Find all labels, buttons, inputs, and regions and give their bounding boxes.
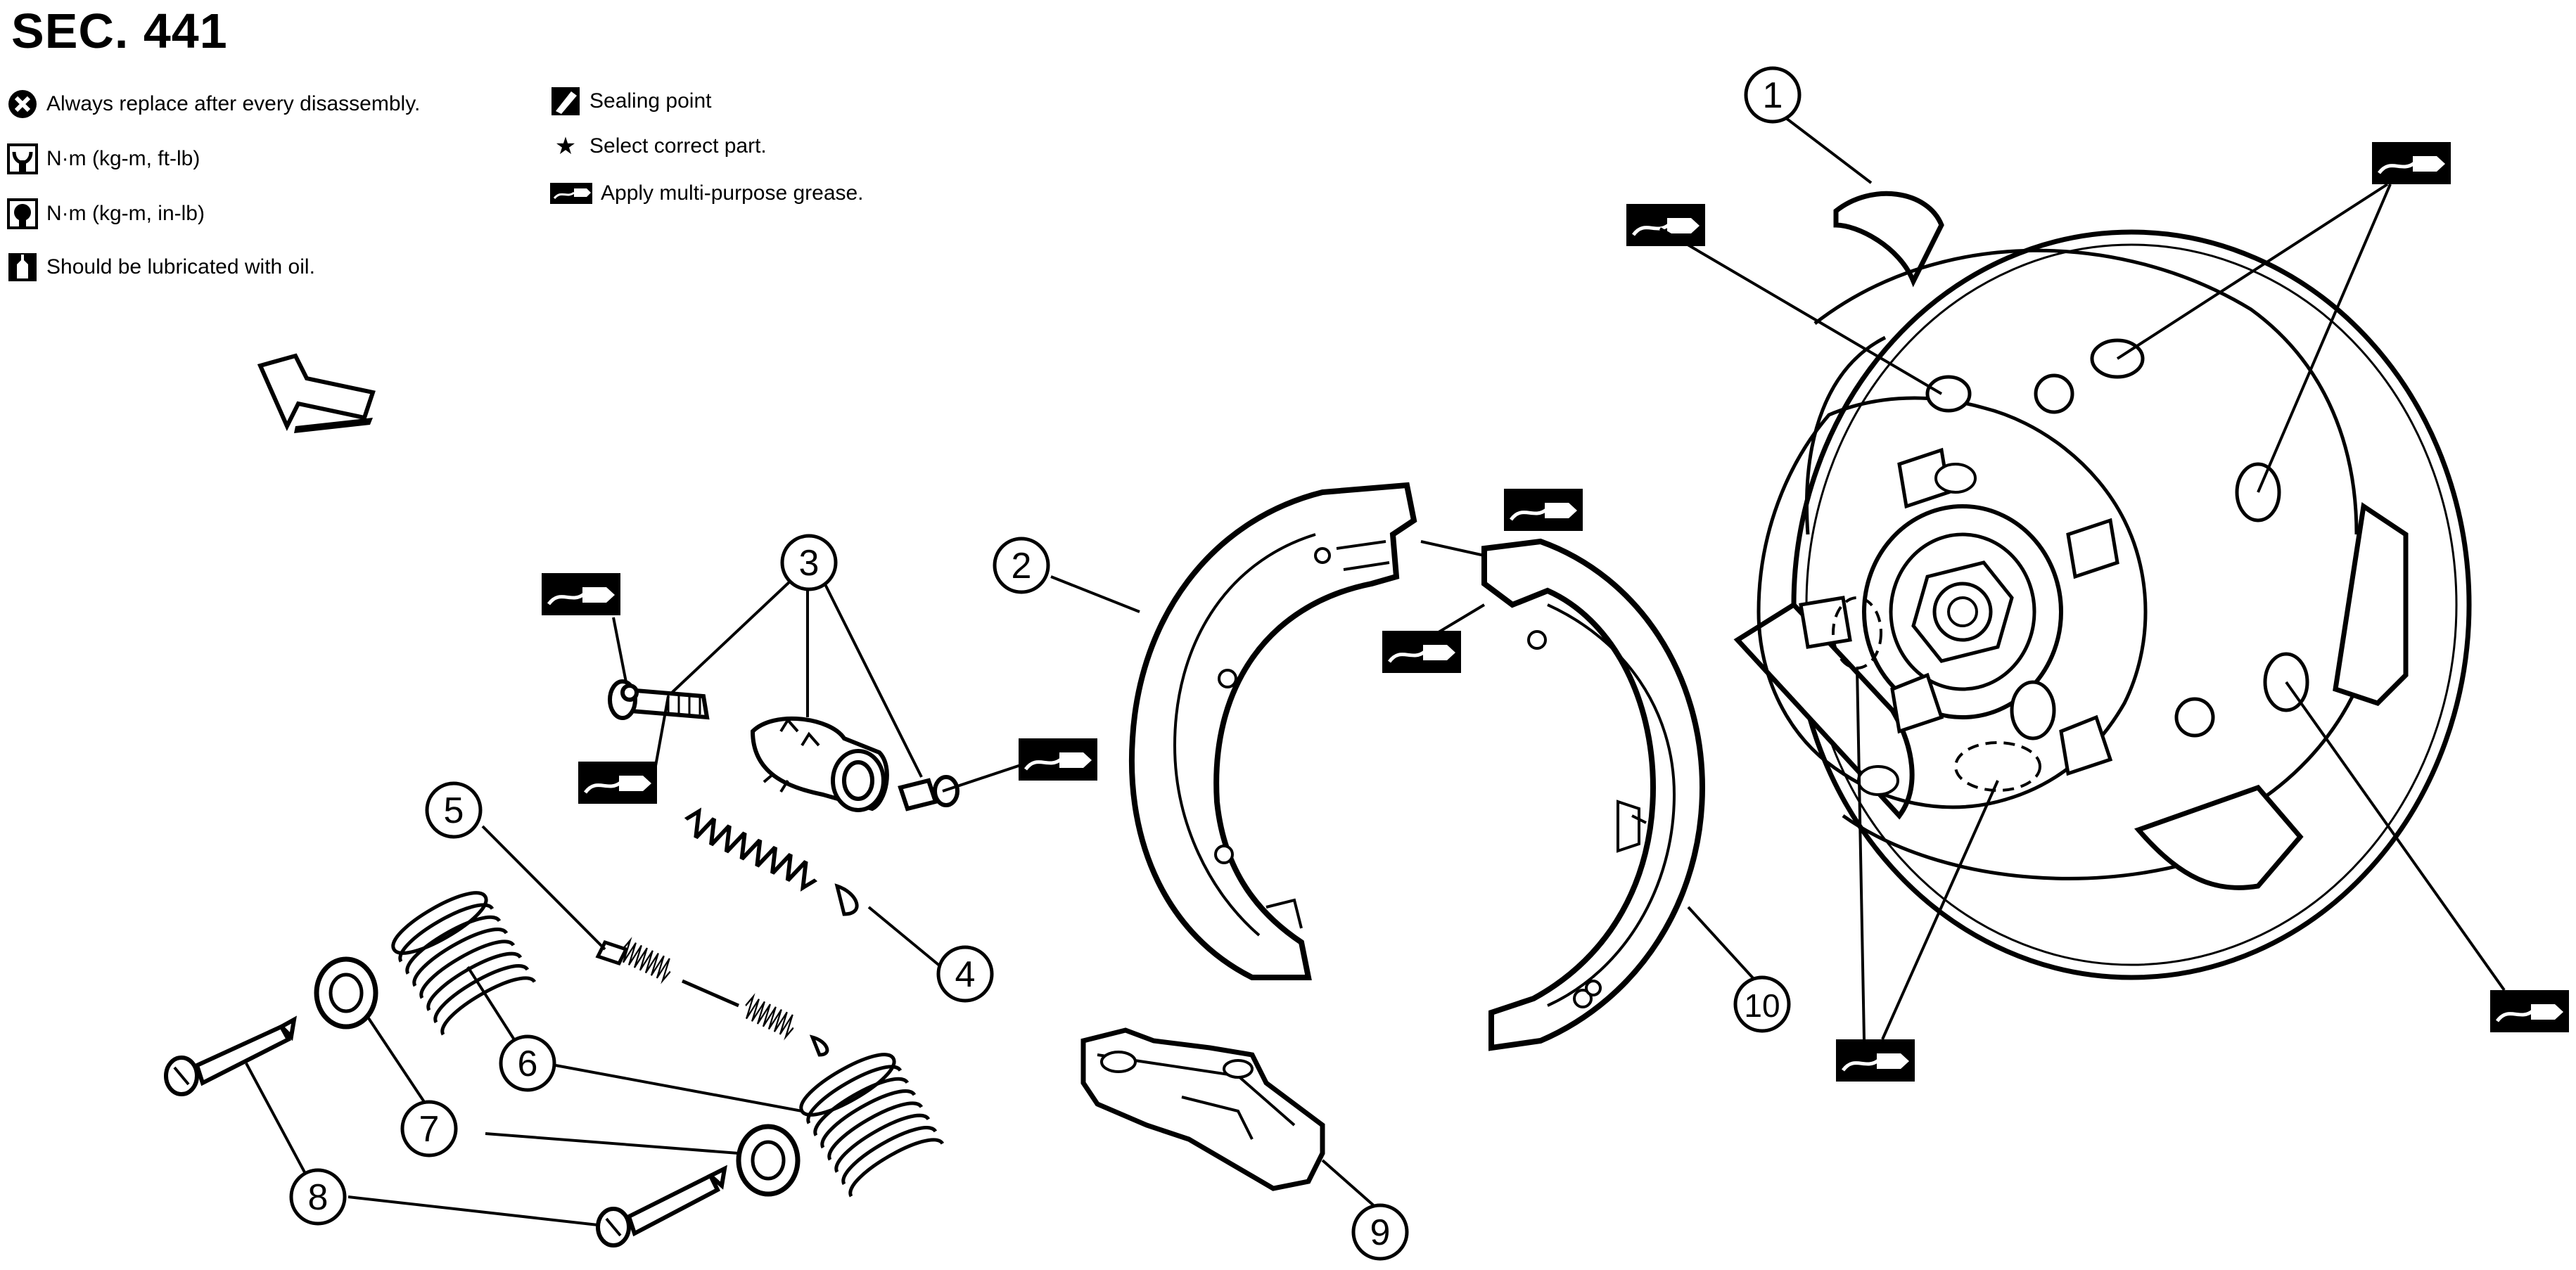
- legend-grease: Apply multi-purpose grease.: [550, 181, 864, 205]
- callout-10: 10: [1733, 975, 1791, 1033]
- callout-6: 6: [499, 1034, 556, 1092]
- grease-icon: [1382, 631, 1461, 673]
- grease-icon: [2490, 990, 2569, 1032]
- callout-1: 1: [1744, 66, 1802, 124]
- section-title: SEC. 441: [11, 4, 228, 58]
- legend-torque-ft-text: N·m (kg-m, ft-lb): [46, 147, 200, 170]
- grease-icon: [1019, 738, 1097, 781]
- hold-down-spring-part-6: [391, 891, 945, 1198]
- oil-can-icon: [8, 253, 37, 281]
- svg-text:10: 10: [1744, 987, 1780, 1024]
- legend-replace: Always replace after every disassembly.: [7, 89, 420, 120]
- brake-shoe-part-10: [1481, 538, 1706, 1051]
- svg-text:9: 9: [1370, 1212, 1391, 1253]
- callout-7: 7: [400, 1100, 458, 1157]
- svg-text:3: 3: [799, 543, 820, 584]
- callout-5: 5: [425, 781, 483, 839]
- return-spring-part-4: [680, 808, 859, 916]
- svg-text:7: 7: [419, 1109, 440, 1150]
- front-arrow-icon: [257, 353, 376, 433]
- callout-8: 8: [289, 1168, 347, 1226]
- legend-sealing: Sealing point: [550, 86, 711, 117]
- legend-select: ★ Select correct part.: [550, 132, 767, 160]
- legend-lubricate: Should be lubricated with oil.: [7, 252, 315, 283]
- wrench-icon: [7, 198, 38, 229]
- sealant-icon: [551, 87, 580, 115]
- wrench-icon: [7, 143, 38, 174]
- legend-replace-text: Always replace after every disassembly.: [46, 92, 421, 115]
- brake-shoe-part-2: [1129, 482, 1417, 980]
- backing-plate-part: [1733, 191, 2472, 980]
- star-icon: ★: [554, 133, 577, 160]
- callout-3: 3: [780, 534, 838, 591]
- svg-text:5: 5: [444, 790, 464, 831]
- adjuster-spring-part-5: [595, 937, 829, 1057]
- legend-torque-in: N·m (kg-m, in-lb): [7, 198, 205, 229]
- grease-icon: [550, 183, 592, 204]
- grease-icon: [2372, 142, 2451, 184]
- callout-9: 9: [1351, 1203, 1409, 1261]
- legend-lubricate-text: Should be lubricated with oil.: [46, 255, 315, 278]
- svg-text:8: 8: [308, 1177, 329, 1218]
- leader-lines: [245, 115, 2506, 1226]
- svg-text:4: 4: [955, 954, 976, 995]
- grease-icon: [542, 573, 620, 615]
- grease-icon: [1836, 1039, 1915, 1082]
- legend-sealing-text: Sealing point: [589, 89, 712, 113]
- legend-select-text: Select correct part.: [589, 134, 767, 158]
- callout-4: 4: [936, 945, 994, 1003]
- svg-text:6: 6: [518, 1044, 538, 1084]
- retainer-part-7: [314, 956, 801, 1197]
- hold-down-pin-part-8: [164, 1015, 727, 1247]
- legend-grease-text: Apply multi-purpose grease.: [601, 181, 864, 205]
- svg-text:2: 2: [1012, 546, 1032, 586]
- legend-torque-ft: N·m (kg-m, ft-lb): [7, 143, 200, 174]
- x-circle-icon: [8, 90, 37, 118]
- legend-torque-in-text: N·m (kg-m, in-lb): [46, 202, 205, 225]
- callout-2: 2: [993, 537, 1050, 594]
- grease-icon: [1626, 204, 1705, 246]
- parking-brake-lever-part-9: [1080, 1027, 1325, 1191]
- adjuster-assembly-part: [608, 679, 959, 812]
- grease-icon: [1504, 489, 1583, 531]
- svg-text:1: 1: [1763, 75, 1783, 116]
- grease-icon: [578, 762, 657, 804]
